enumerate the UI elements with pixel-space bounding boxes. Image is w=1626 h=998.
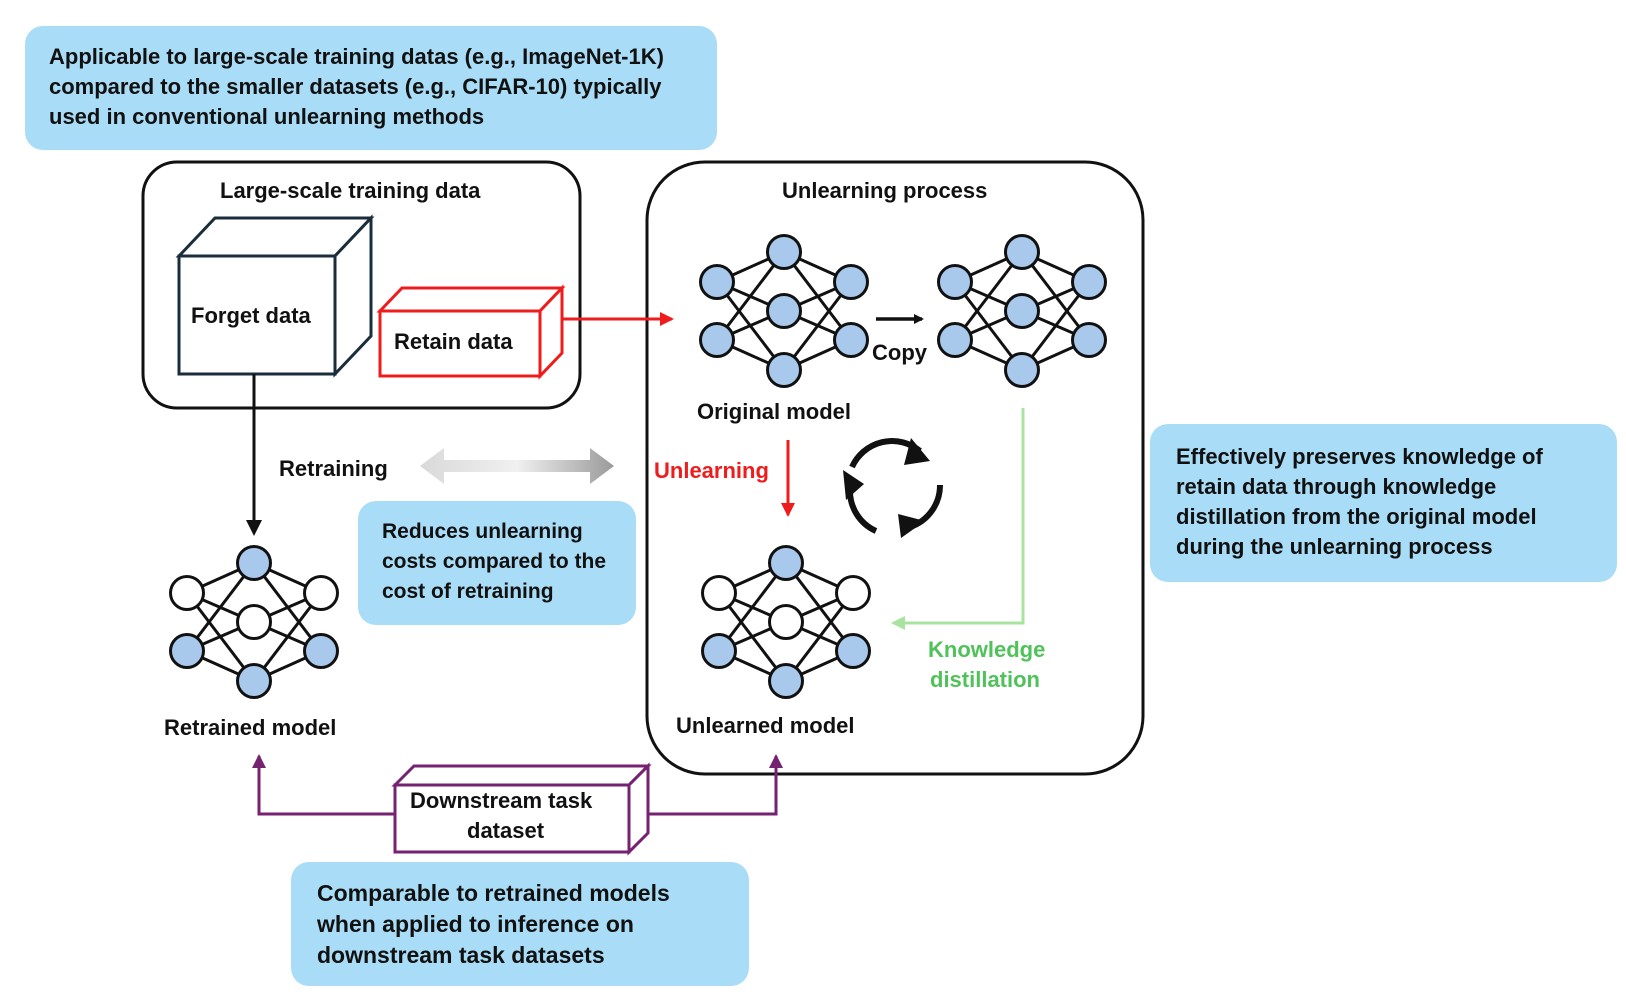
network-node (1004, 234, 1040, 270)
network-node (1004, 352, 1040, 388)
downstream-label-1: Downstream task (410, 788, 593, 813)
retraining-label: Retraining (279, 456, 388, 481)
network-node (766, 293, 802, 329)
network-node (768, 545, 804, 581)
network-edge (715, 251, 786, 341)
training-data-container (141, 160, 582, 410)
knowledge-distillation-arrow (891, 408, 1025, 630)
network-node (937, 264, 973, 300)
network-node (699, 322, 735, 358)
network-node (833, 322, 869, 358)
network-node (303, 575, 339, 611)
downstream-to-retrained-arrow (252, 754, 395, 816)
unlearned-model-network-icon (701, 545, 871, 699)
copy-label: Copy (872, 340, 927, 365)
network-node (835, 633, 871, 669)
network-node (766, 234, 802, 270)
knowledge-distillation-label-2: distillation (930, 667, 1040, 692)
network-node (701, 633, 737, 669)
forget-data-label: Forget data (191, 303, 311, 328)
retrained-model-network-icon (169, 545, 339, 699)
callout-downstream-comparable: Comparable to retrained models when appl… (291, 862, 749, 986)
network-node (699, 264, 735, 300)
retraining-double-arrow (420, 448, 614, 484)
refresh-cycle-icon (843, 438, 944, 538)
original-model-label: Original model (697, 399, 852, 424)
downstream-to-unlearned-arrow (648, 754, 783, 816)
network-edge (953, 251, 1024, 341)
network-node (236, 545, 272, 581)
unlearning-process-container (645, 160, 1145, 776)
network-node (1071, 322, 1107, 358)
unlearned-model-label: Unlearned model (676, 713, 855, 738)
callout-reduced-cost: Reduces unlearning costs compared to the… (358, 501, 636, 625)
network-edge (185, 562, 256, 652)
network-edge (1020, 281, 1091, 371)
retain-data-cube (376, 284, 566, 380)
network-node (937, 322, 973, 358)
network-node (835, 575, 871, 611)
downstream-dataset-box (391, 762, 652, 856)
network-node (833, 264, 869, 300)
copied-model-network-icon (937, 234, 1107, 388)
callout-knowledge-preservation: Effectively preserves knowledge of retai… (1150, 424, 1617, 582)
network-node (1004, 293, 1040, 329)
network-edge (717, 562, 788, 652)
network-edge (252, 592, 323, 682)
network-node (768, 663, 804, 699)
network-node (236, 663, 272, 699)
retrained-model-label: Retrained model (164, 715, 337, 740)
unlearning-process-title: Unlearning process (782, 178, 988, 203)
network-node (169, 575, 205, 611)
network-node (701, 575, 737, 611)
network-edge (782, 281, 853, 371)
training-data-title: Large-scale training data (220, 178, 481, 203)
network-node (768, 604, 804, 640)
forget-data-cube (175, 214, 375, 378)
unlearning-label: Unlearning (654, 458, 769, 483)
network-edge (784, 592, 855, 682)
downstream-label-2: dataset (467, 818, 545, 843)
callout-large-scale: Applicable to large-scale training datas… (25, 26, 717, 150)
network-node (169, 633, 205, 669)
knowledge-distillation-label-1: Knowledge (928, 637, 1046, 662)
network-node (766, 352, 802, 388)
retain-data-label: Retain data (394, 329, 513, 354)
network-node (1071, 264, 1107, 300)
network-node (236, 604, 272, 640)
network-node (303, 633, 339, 669)
original-model-network-icon (699, 234, 869, 388)
